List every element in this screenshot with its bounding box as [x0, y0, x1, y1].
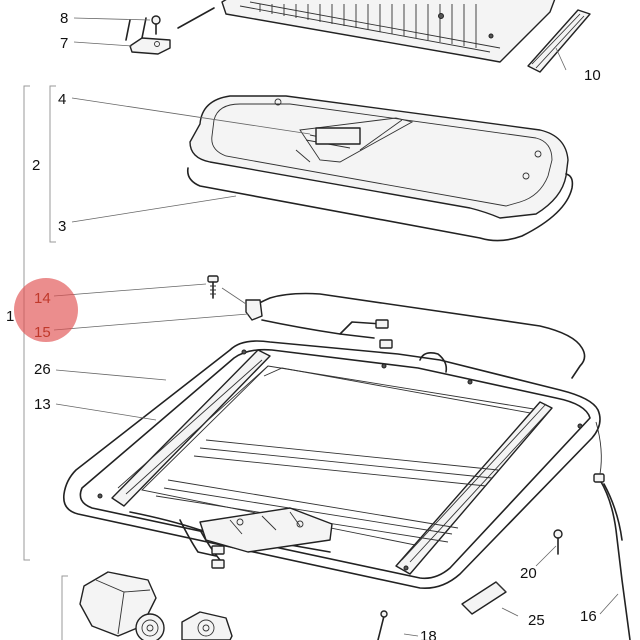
callout-26[interactable]: 26 — [34, 361, 51, 378]
drain-tube[interactable] — [593, 421, 631, 640]
callout-1[interactable]: 1 — [6, 308, 14, 325]
rear-crossbar[interactable] — [245, 292, 586, 379]
callout-8[interactable]: 8 — [60, 10, 68, 27]
callout-20[interactable]: 20 — [520, 565, 537, 582]
callout-2[interactable]: 2 — [32, 157, 40, 174]
roof-panel[interactable] — [221, 0, 556, 63]
screw[interactable] — [151, 15, 161, 35]
leader-lines — [53, 17, 619, 637]
screw-lower[interactable] — [553, 529, 563, 555]
drive-motor[interactable] — [79, 571, 165, 640]
side-strip[interactable] — [527, 9, 591, 73]
callout-3[interactable]: 3 — [58, 218, 66, 235]
selected-hotspot[interactable] — [14, 278, 78, 342]
callout-4[interactable]: 4 — [58, 91, 66, 108]
inner-frame[interactable] — [189, 95, 569, 219]
callout-10[interactable]: 10 — [584, 67, 601, 84]
callout-7[interactable]: 7 — [60, 35, 68, 52]
foam-block[interactable] — [461, 581, 507, 615]
mounting-bracket[interactable] — [129, 37, 171, 55]
callout-16[interactable]: 16 — [580, 608, 597, 625]
gear-housing[interactable] — [181, 611, 233, 640]
callout-14[interactable]: 14 — [34, 290, 51, 307]
callout-13[interactable]: 13 — [34, 396, 51, 413]
callout-labels: 8 7 10 4 2 3 14 1 15 26 13 20 16 25 18 — [6, 10, 601, 640]
bracket-group-2 — [49, 85, 56, 243]
pin[interactable] — [377, 610, 388, 640]
bolt[interactable] — [207, 275, 219, 299]
seal-gasket[interactable] — [186, 167, 574, 242]
callout-18[interactable]: 18 — [420, 628, 437, 640]
callout-15[interactable]: 15 — [34, 324, 51, 341]
lower-frame-assembly[interactable] — [62, 340, 601, 590]
bracket-group-bottom — [61, 575, 68, 640]
upper-screws[interactable] — [125, 7, 215, 41]
callout-25[interactable]: 25 — [528, 612, 545, 629]
